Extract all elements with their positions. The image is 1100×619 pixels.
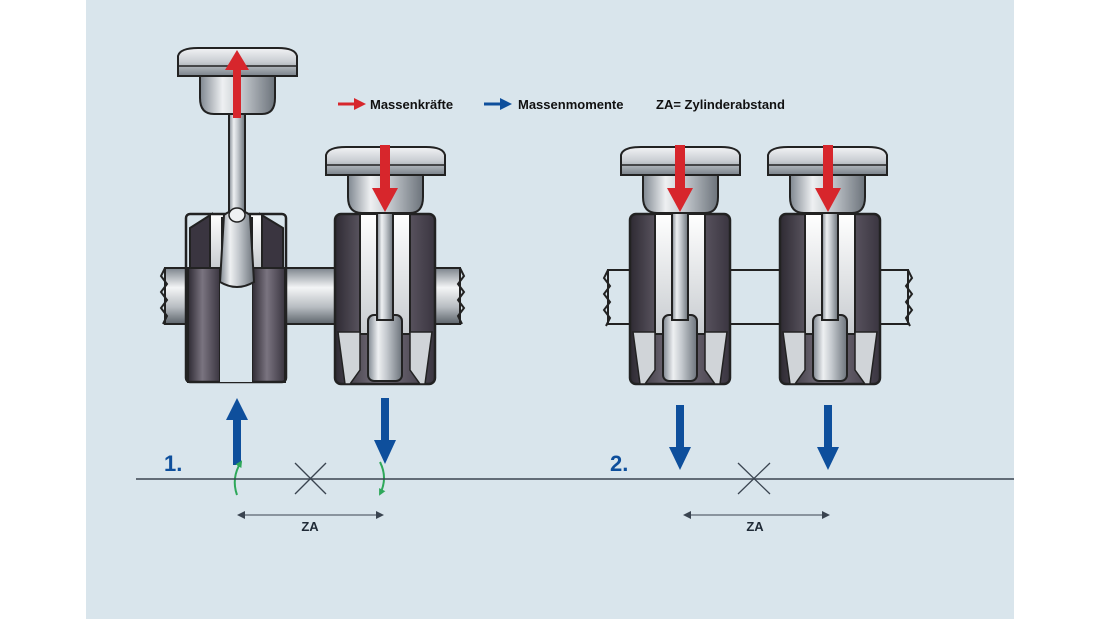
green-curve-arrow-2 bbox=[379, 461, 386, 496]
moment-arrow-up-1 bbox=[226, 398, 248, 465]
force-arrow-up-1 bbox=[225, 50, 249, 118]
piston-assembly-3 bbox=[620, 146, 741, 321]
legend-za-definition: ZA= Zylinderabstand bbox=[656, 97, 785, 112]
za-label-2: ZA bbox=[746, 519, 764, 534]
force-arrow-down-3 bbox=[667, 145, 693, 212]
center-cross-2 bbox=[737, 462, 771, 495]
moment-arrow-down-4 bbox=[817, 405, 839, 470]
mass-force-arrows bbox=[225, 50, 841, 212]
config-1-number: 1. bbox=[164, 451, 182, 476]
legend-moments-label: Massenmomente bbox=[518, 97, 623, 112]
moment-arrow-down-2 bbox=[374, 398, 396, 464]
center-cross-1 bbox=[294, 462, 327, 495]
force-arrow-down-4 bbox=[815, 145, 841, 212]
moment-arrow-down-3 bbox=[669, 405, 691, 470]
za-label-1: ZA bbox=[301, 519, 319, 534]
config-1-crankshaft bbox=[159, 212, 466, 386]
force-arrow-down-2 bbox=[372, 145, 398, 212]
legend-forces-label: Massenkräfte bbox=[370, 97, 453, 112]
crank-throw-1 bbox=[184, 212, 288, 384]
moment-arrows bbox=[226, 398, 839, 470]
legend: Massenkräfte Massenmomente ZA= Zylindera… bbox=[338, 97, 785, 112]
config-2-number: 2. bbox=[610, 451, 628, 476]
